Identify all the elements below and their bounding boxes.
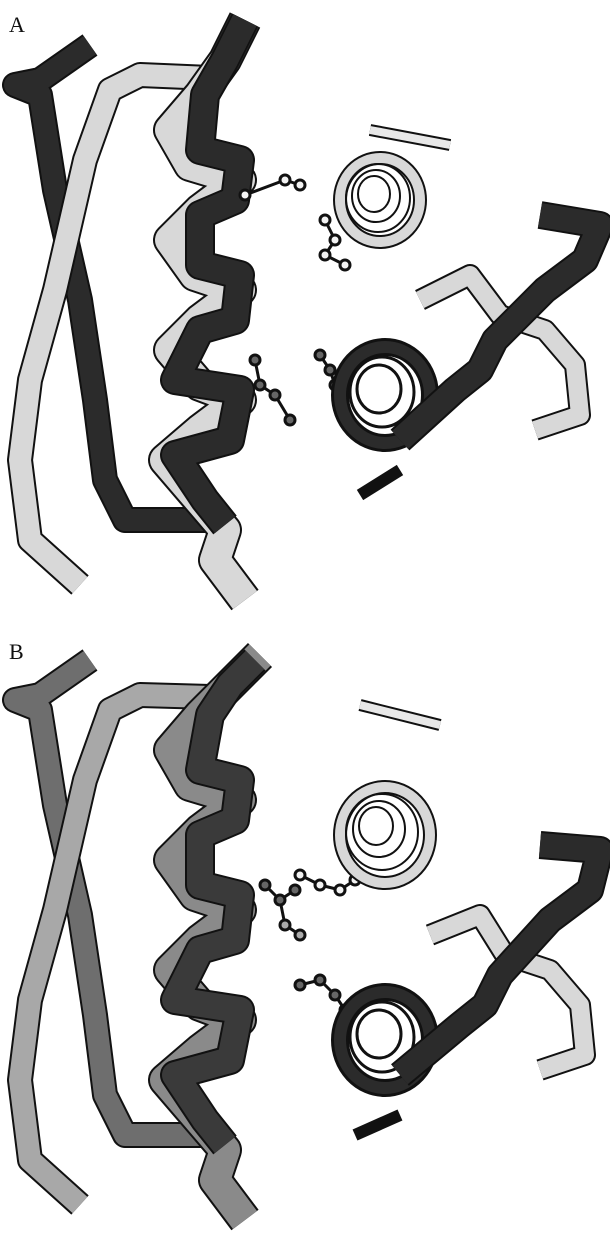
panel-b: B xyxy=(0,615,610,1237)
side-chains-b xyxy=(260,870,360,1015)
protein-ribbon-structure-a xyxy=(0,0,610,615)
helix-right-top xyxy=(340,130,450,242)
panel-a: A xyxy=(0,0,610,615)
protein-ribbon-structure-b xyxy=(0,615,610,1237)
beta-sheet-right xyxy=(400,845,600,1075)
helix-right-top xyxy=(340,705,440,883)
beta-sheet-right xyxy=(400,215,600,440)
